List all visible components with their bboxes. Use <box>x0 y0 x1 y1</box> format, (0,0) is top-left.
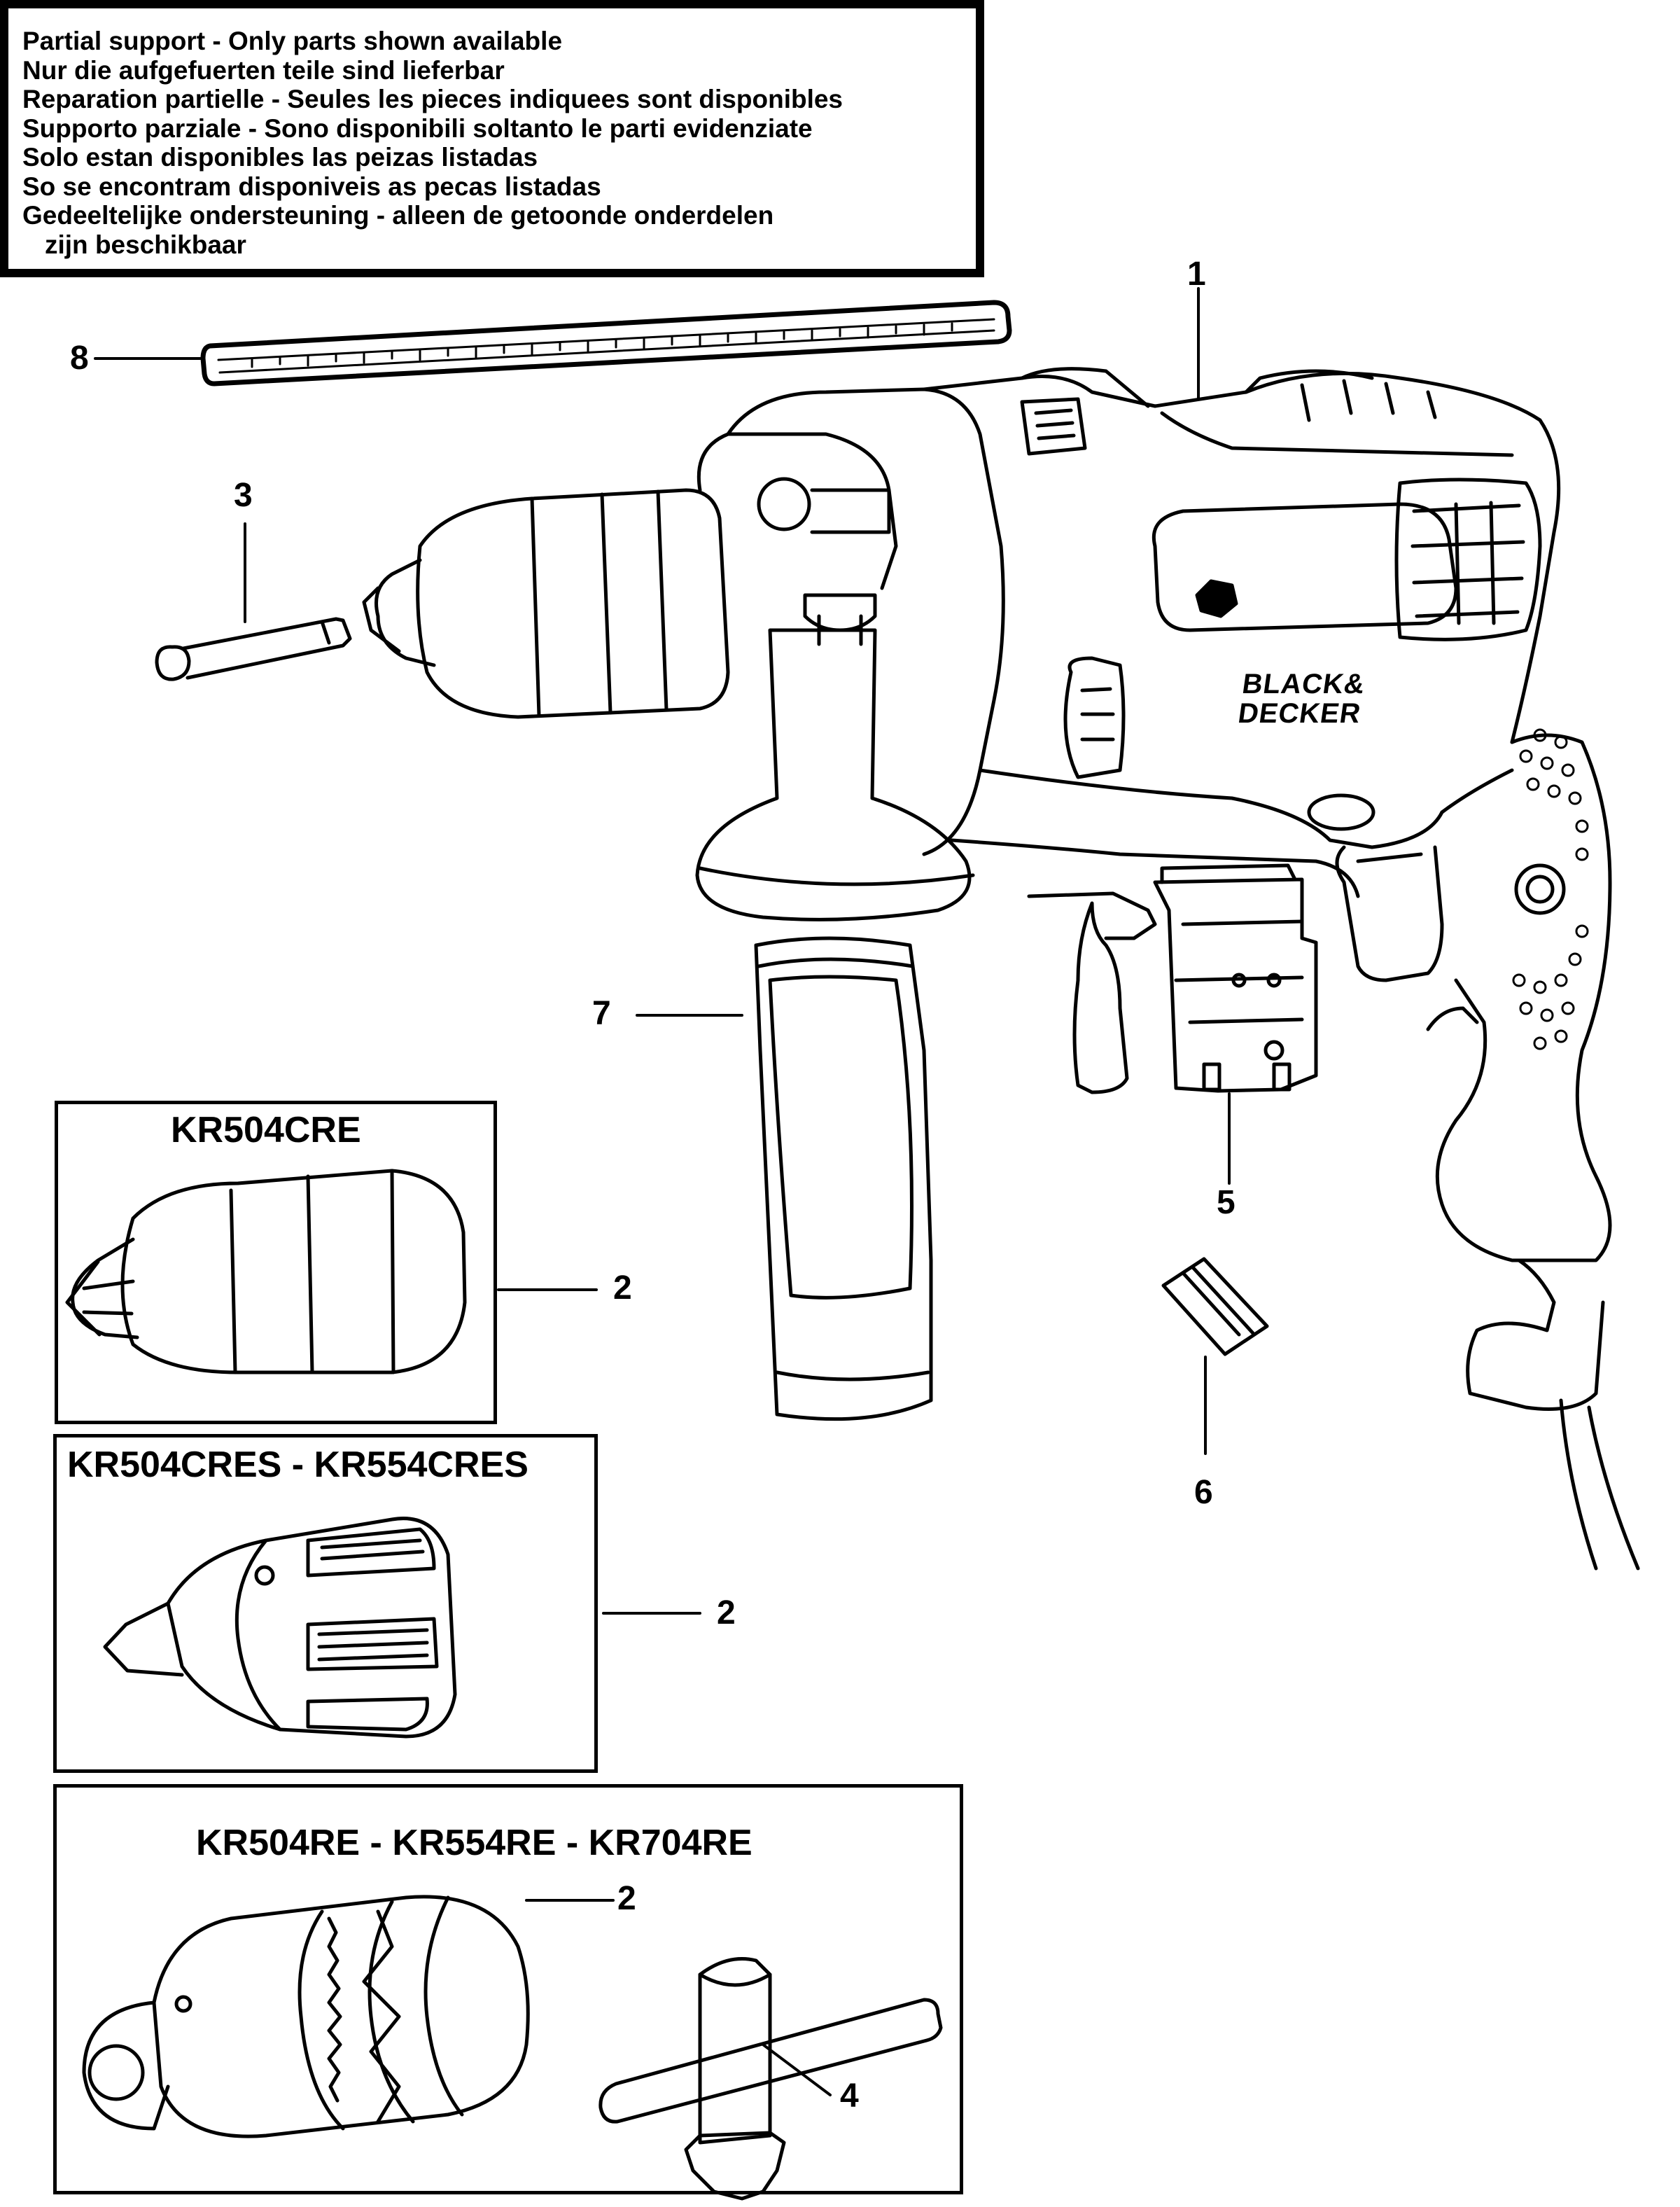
variant-title-kr504cre: KR504CRE <box>171 1110 361 1150</box>
notice-line: Reparation partielle - Seules les pieces… <box>22 85 844 113</box>
depth-ruler <box>200 300 1012 387</box>
variant-box-kr504cres <box>53 1434 598 1773</box>
notice-line: Supporto parziale - Sono disponibili sol… <box>22 113 813 143</box>
callout-7: 7 <box>592 995 611 1032</box>
brand-logo: BLACK& DECKER <box>1236 669 1367 729</box>
brand-line-2: DECKER <box>1236 698 1364 729</box>
notice-line: Solo estan disponibles las peizas listad… <box>22 143 538 172</box>
callout-1: 1 <box>1187 256 1206 293</box>
keyless-chuck-ratchet <box>103 1517 457 1739</box>
notice-line: So se encontram disponiveis as pecas lis… <box>22 172 601 201</box>
callout-2b: 2 <box>717 1594 736 1631</box>
callout-4: 4 <box>840 2077 859 2115</box>
notice-line: zijn beschikbaar <box>45 230 246 259</box>
callout-3: 3 <box>234 477 253 514</box>
variant-title-kr504cres: KR504CRES - KR554CRES <box>67 1444 528 1485</box>
callout-6: 6 <box>1194 1474 1213 1511</box>
partial-support-notice: Partial support - Only parts shown avail… <box>0 0 984 277</box>
callout-8: 8 <box>70 340 89 377</box>
variant-title-kr504re: KR504RE - KR554RE - KR704RE <box>196 1823 752 1863</box>
drill-body <box>362 367 1640 1571</box>
keyed-chuck <box>82 1895 530 2138</box>
brand-line-1: BLACK& <box>1240 669 1367 699</box>
callout-5: 5 <box>1217 1184 1236 1221</box>
switch-module <box>1027 863 1318 1094</box>
notice-line: Gedeeltelijke ondersteuning - alleen de … <box>22 201 774 230</box>
callout-2a: 2 <box>613 1269 632 1307</box>
leader-line-4 <box>762 2043 832 2096</box>
callout-2c: 2 <box>617 1880 636 1917</box>
notice-line: Partial support - Only parts shown avail… <box>22 27 563 55</box>
keyless-chuck-single-sleeve <box>65 1169 467 1374</box>
side-handle <box>695 628 975 1421</box>
clip-part <box>1161 1257 1269 1356</box>
notice-line: Nur die aufgefuerten teile sind lieferba… <box>22 55 505 85</box>
chuck-key <box>598 1957 943 2201</box>
variant-box-kr504re <box>53 1784 963 2194</box>
depth-stop-screw <box>155 617 352 681</box>
variant-box-kr504cre <box>55 1101 497 1424</box>
